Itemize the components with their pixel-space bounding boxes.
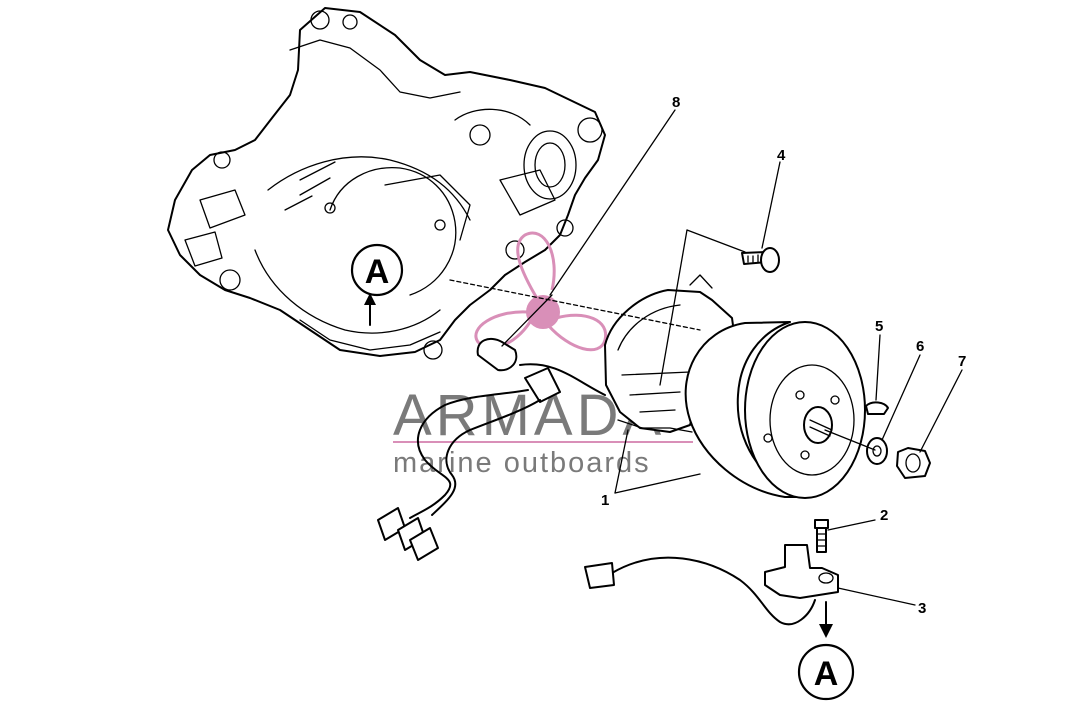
watermark-tagline: marine outboards [393,447,651,479]
detail-marker-top: A [350,243,404,326]
flywheel-rotor [684,321,866,499]
propeller-logo [474,231,608,352]
arrow-down-icon [819,624,833,638]
callout-8: 8 [672,94,680,111]
callout-6: 6 [916,338,924,355]
detail-marker-bottom: A [797,601,855,701]
leader-lines [449,109,963,606]
callout-1: 1 [601,492,609,509]
callout-2: 2 [880,507,888,524]
screw-part-4 [741,247,780,273]
crankcase [167,7,606,360]
arrow-up-icon [364,293,376,305]
stator-assembly [377,274,736,561]
callout-labels: 8 4 5 6 7 1 2 3 [601,94,966,617]
nut-part-7 [896,447,931,479]
washer-part-6 [866,437,888,465]
woodruff-key-part-5 [865,401,889,415]
callout-4: 4 [777,147,786,164]
bolt-part-2 [814,519,829,553]
callout-7: 7 [958,353,966,370]
detail-marker-bottom-label: A [814,655,839,693]
pickup-sensor-part-3 [584,544,839,626]
callout-5: 5 [875,318,883,335]
callout-3: 3 [918,600,926,617]
detail-marker-top-label: A [365,253,390,291]
